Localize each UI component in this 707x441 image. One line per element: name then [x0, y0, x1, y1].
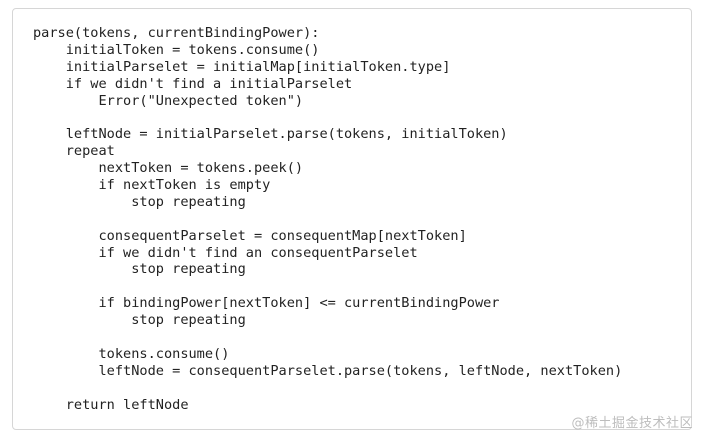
code-line: if bindingPower[nextToken] <= currentBin…	[33, 295, 500, 312]
code-line	[33, 211, 622, 228]
code-line: return leftNode	[33, 396, 189, 413]
code-line	[33, 278, 622, 295]
code-line: initialParselet = initialMap[initialToke…	[33, 58, 451, 75]
code-line: if we didn't find an consequentParselet	[33, 244, 418, 261]
code-line	[33, 329, 622, 346]
code-block: parse(tokens, currentBindingPower): init…	[33, 25, 622, 413]
site-watermark: @稀土掘金技术社区	[571, 416, 693, 431]
code-line: if nextToken is empty	[33, 177, 271, 194]
code-line	[33, 380, 622, 397]
code-line: stop repeating	[33, 312, 246, 329]
code-line	[33, 109, 622, 126]
code-line: stop repeating	[33, 261, 246, 278]
code-line: parse(tokens, currentBindingPower):	[33, 25, 320, 41]
code-line: leftNode = consequentParselet.parse(toke…	[33, 362, 623, 379]
code-line: initialToken = tokens.consume()	[33, 41, 320, 58]
code-line: tokens.consume()	[33, 345, 230, 362]
code-line: repeat	[33, 143, 115, 160]
code-line: consequentParselet = consequentMap[nextT…	[33, 227, 467, 244]
code-line: Error("Unexpected token")	[33, 92, 304, 109]
code-line: nextToken = tokens.peek()	[33, 160, 304, 177]
code-block-card: parse(tokens, currentBindingPower): init…	[12, 8, 692, 430]
code-line: stop repeating	[33, 193, 246, 210]
code-line: if we didn't find a initialParselet	[33, 75, 353, 92]
code-line: leftNode = initialParselet.parse(tokens,…	[33, 126, 508, 143]
